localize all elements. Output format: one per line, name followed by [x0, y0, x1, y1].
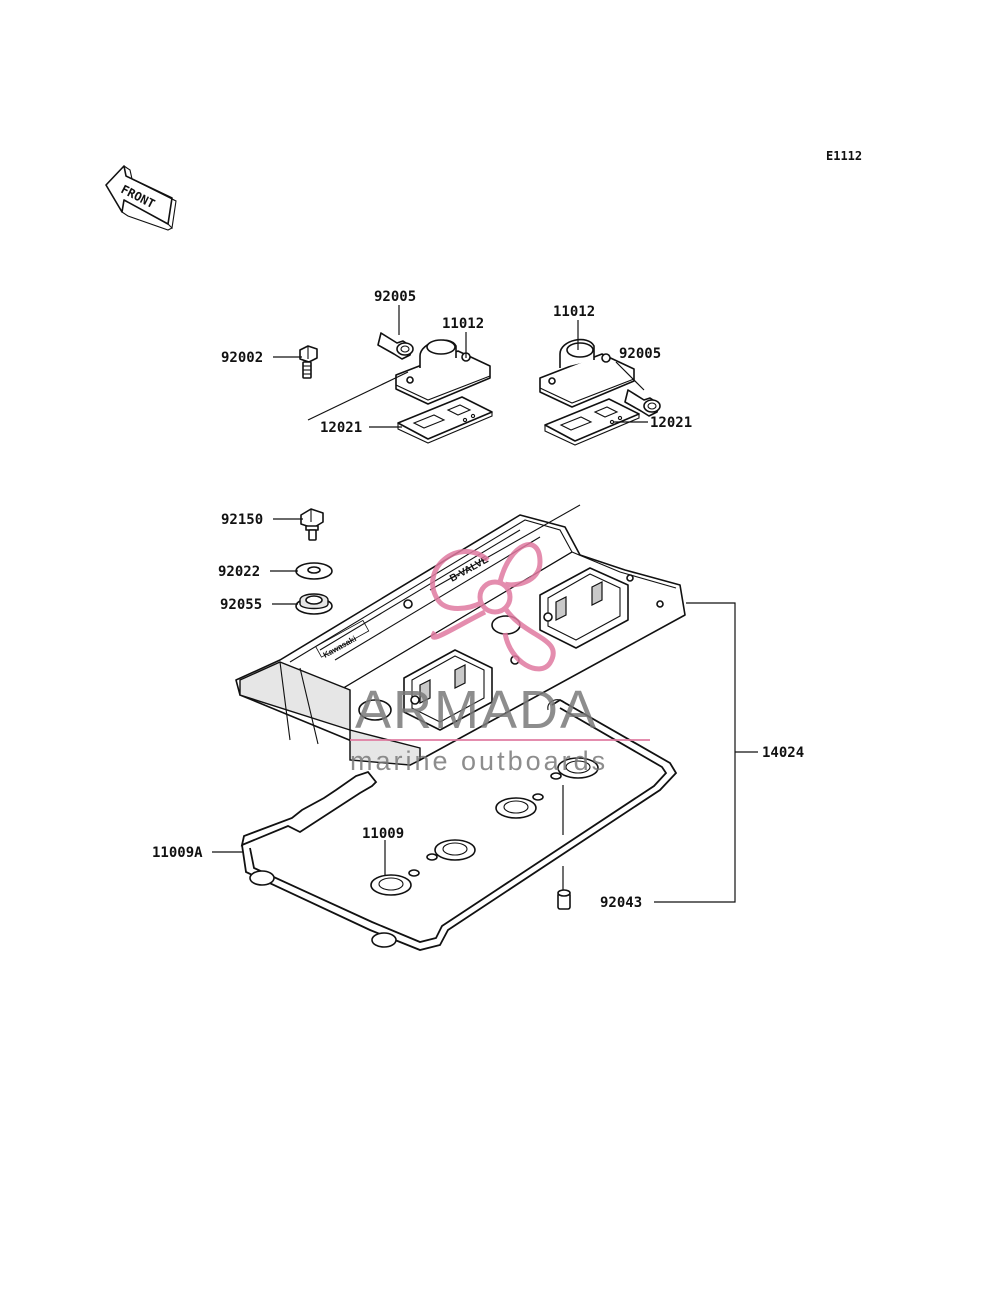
plug-gasket-11009-2 [426, 839, 476, 861]
cover-window-left [403, 649, 493, 731]
reed-cover-11012-right [539, 338, 635, 408]
washer-92022 [295, 562, 333, 580]
leader-lines [212, 305, 758, 903]
watermark-tagline: marine outboards [350, 746, 608, 776]
front-arrow-icon: FRONT [105, 165, 177, 231]
watermark: ARMADA marine outboards [350, 542, 650, 776]
figure-id: E1112 [826, 149, 862, 163]
part-label-92002: 92002 [221, 350, 263, 366]
bolt-92002 [299, 345, 318, 379]
part-label-92055: 92055 [220, 597, 262, 613]
part-label-92005: 92005 [374, 289, 416, 305]
cap-92005-left [377, 332, 414, 360]
reed-valve-assembly-right [539, 338, 661, 446]
part-label-12021: 12021 [320, 420, 362, 436]
part-label-14024: 14024 [762, 745, 804, 761]
gasket-11009A [240, 698, 678, 951]
part-label-11012: 11012 [553, 304, 595, 320]
propeller-logo-icon [430, 542, 556, 672]
gasket-12021-right [544, 398, 640, 446]
part-label-11009: 11009 [362, 826, 404, 842]
part-label-12021: 12021 [650, 415, 692, 431]
cylinder-head-cover-14024: B-VALVE Kawasaki [235, 504, 686, 766]
gasket-12021-left [397, 396, 493, 444]
part-label-92043: 92043 [600, 895, 642, 911]
reed-valve-assembly-left [299, 332, 493, 444]
part-label-11009A: 11009A [152, 845, 203, 861]
part-label-92150: 92150 [221, 512, 263, 528]
watermark-name: ARMADA [355, 680, 598, 740]
part-labels: 92005 11012 92002 12021 11012 92005 1202… [152, 289, 804, 911]
plug-gasket-11009-4 [550, 757, 599, 780]
cover-window-right [539, 567, 629, 649]
leader-line [307, 371, 409, 421]
dowel-92043 [557, 889, 571, 910]
part-label-92022: 92022 [218, 564, 260, 580]
part-label-11012: 11012 [442, 316, 484, 332]
cap-92005-right [624, 389, 661, 417]
reed-cover-11012-left [395, 339, 491, 405]
part-label-92005: 92005 [619, 346, 661, 362]
grommet-92055 [295, 593, 333, 615]
plug-gasket-11009-1 [370, 869, 420, 896]
plug-gasket-11009-3 [495, 793, 544, 819]
bolt-92150 [300, 508, 324, 541]
